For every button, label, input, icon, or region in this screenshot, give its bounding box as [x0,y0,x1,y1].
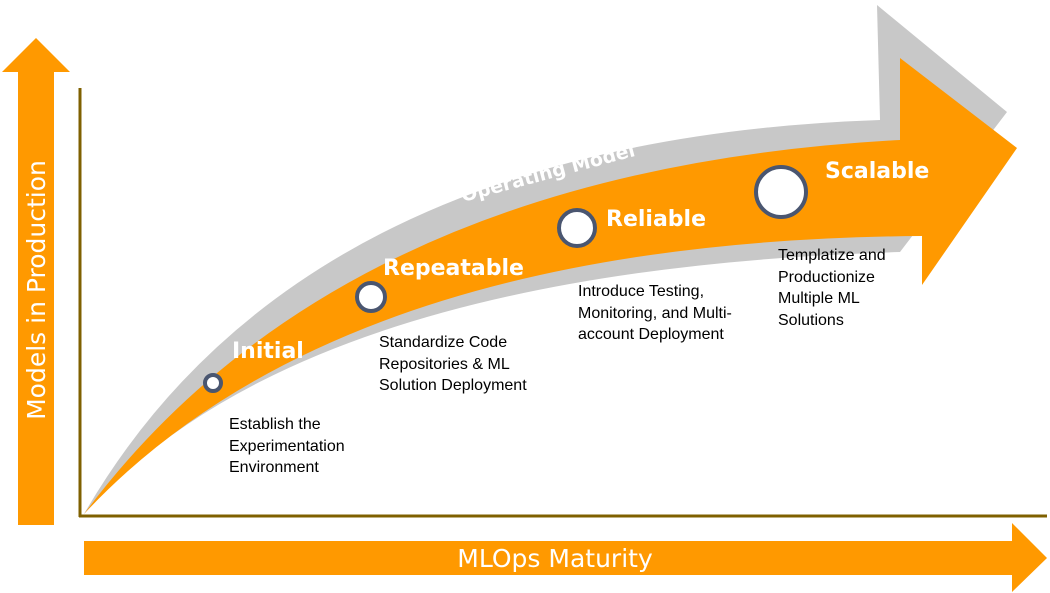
x-axis-label: MLOps Maturity [457,544,653,573]
stage-marker-scalable [754,165,808,219]
stage-title-repeatable: Repeatable [383,256,524,281]
stage-description-reliable: Introduce Testing, Monitoring, and Multi… [578,283,732,343]
stage-description-scalable: Templatize and Productionize Multiple ML… [778,247,886,329]
x-axis-arrow [84,523,1047,592]
y-axis-arrow [2,38,70,525]
stage-description-initial: Establish the Experimentation Environmen… [229,416,345,476]
stage-title-initial: Initial [232,339,304,364]
stage-description-repeatable: Standardize Code Repositories & ML Solut… [379,334,527,394]
stage-marker-reliable [557,208,597,248]
stage-marker-initial [203,373,223,393]
stage-title-scalable: Scalable [825,159,929,184]
stage-title-reliable: Reliable [606,207,706,232]
stage-marker-repeatable [355,281,387,313]
y-axis-label: Models in Production [22,160,51,420]
